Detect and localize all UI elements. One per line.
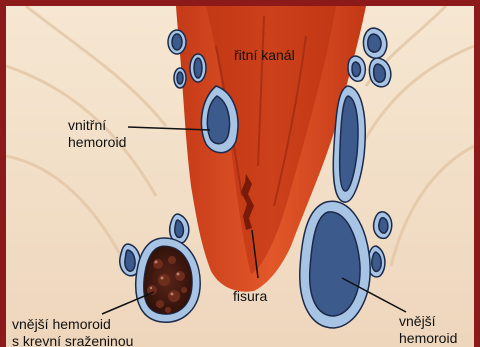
external-hemorrhoid-clot-label-line2: s krevní sraženinou: [12, 333, 133, 347]
internal-hemorrhoid-label-line1: vnitřní: [68, 117, 106, 134]
anal-canal-label: řitní kanál: [234, 47, 295, 64]
anatomy-illustration: řitní kanál vnitřní hemoroid fisura vněj…: [6, 6, 474, 347]
external-hemorrhoid-label-line2: hemoroid: [399, 330, 457, 347]
external-hemorrhoid-clot-label-line1: vnější hemoroid: [12, 316, 111, 333]
internal-hemorrhoid-label-line2: hemoroid: [68, 134, 126, 151]
fissure-label: fisura: [233, 288, 267, 305]
external-hemorrhoid-clot: [136, 238, 200, 322]
external-hemorrhoid-label-line1: vnější: [399, 313, 436, 330]
